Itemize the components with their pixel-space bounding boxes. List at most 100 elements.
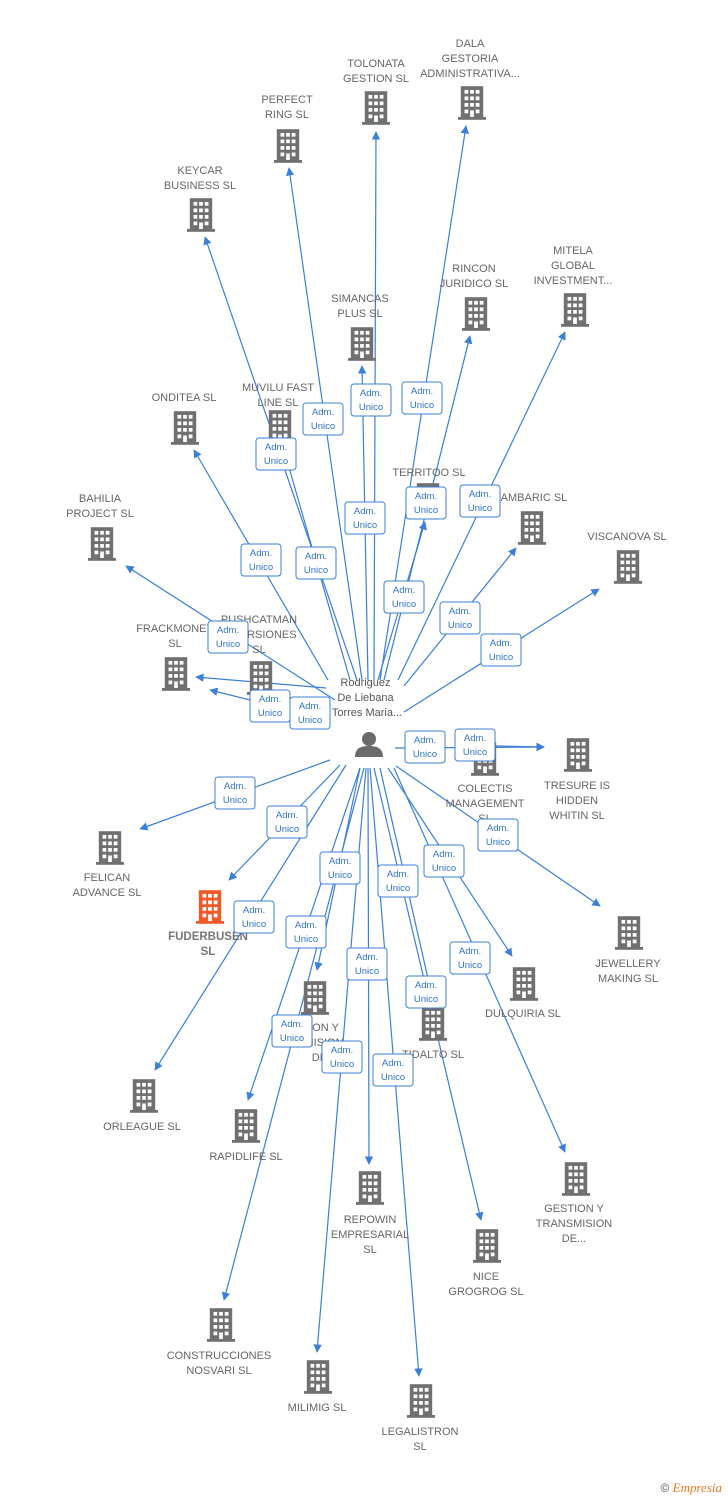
edge-role-label[interactable]: Adm.Unico [350, 383, 392, 417]
edge-role-label[interactable]: Adm.Unico [233, 900, 275, 934]
company-node-ambaric[interactable]: AMBARIC SL [501, 492, 568, 545]
company-name-line: EMPRESARIAL [331, 1229, 409, 1241]
company-name: ONDITEA SL [152, 392, 217, 404]
edge-role-label[interactable]: Adm.Unico [271, 1014, 313, 1048]
edge-role-label[interactable]: Adm.Unico [240, 543, 282, 577]
company-name-line: COLECTIS [457, 783, 512, 795]
edge-role-label[interactable]: Adm.Unico [319, 851, 361, 885]
company-name-line: DE... [562, 1233, 586, 1245]
edge-role-label[interactable]: Adm.Unico [214, 776, 256, 810]
edge-role-label[interactable]: Adm.Unico [477, 818, 519, 852]
edge-role-label[interactable]: Adm.Unico [383, 580, 425, 614]
company-node-orleague[interactable]: ORLEAGUE SL [103, 1079, 181, 1133]
edge-role-label[interactable]: Adm.Unico [372, 1053, 414, 1087]
edge-role-label[interactable]: Adm. Unico [401, 381, 443, 415]
company-name-line: LINE SL [258, 397, 299, 409]
edge-role-line: Adm. [299, 701, 321, 712]
company-name-line: GESTORIA [442, 53, 499, 65]
edge-role-label[interactable]: Adm.Unico [249, 689, 291, 723]
brand-logo[interactable]: Empresia [672, 1480, 722, 1495]
edge-role-label[interactable]: Adm.Unico [454, 728, 496, 762]
edge-role-label[interactable]: Adm.Unico [207, 620, 249, 654]
edge-role-text: Adm.Unico [486, 823, 510, 848]
edge-role-label[interactable]: Adm.Unico [289, 696, 331, 730]
edge-role-label[interactable]: Adm.Unico [321, 1040, 363, 1074]
company-node-viscanova[interactable]: VISCANOVA SL [587, 531, 667, 584]
edge-role-line: Unico [413, 749, 437, 760]
edge-role-box [346, 947, 388, 981]
person-name-line: Rodriguez [340, 677, 390, 689]
edge-role-label[interactable]: Adm.Unico [377, 864, 419, 898]
company-node-rapidlife[interactable]: RAPIDLIFE SL [209, 1109, 283, 1163]
edge-role-line: Adm. [487, 823, 509, 834]
edge-role-label[interactable]: Adm.Unico [480, 633, 522, 667]
edge-role-line: Unico [381, 1072, 405, 1083]
company-name-line: ORLEAGUE SL [103, 1121, 181, 1133]
company-node-territoo[interactable]: TERRITOO SL [392, 467, 466, 517]
edge-role-label[interactable]: Adm.Unico [404, 730, 446, 764]
edge-role-line: Unico [386, 883, 410, 894]
edge-role-box [377, 864, 419, 898]
edge-role-text: Adm.Unico [311, 407, 335, 432]
person-node[interactable]: Rodriguez De Liebana Torres Maria... [332, 677, 402, 757]
edge-role-text: Adm.Unico [381, 1058, 405, 1083]
edge-role-text: Adm.Unico [304, 551, 328, 576]
edge-role-line: Adm. [433, 849, 455, 860]
edge-role-label[interactable]: Adm.Unico [405, 486, 447, 520]
edge-role-label[interactable]: Adm.Unico [423, 844, 465, 878]
company-name-line: NICE [473, 1271, 499, 1283]
edge-role-label[interactable]: Adm.Unico [346, 947, 388, 981]
company-node-milimig[interactable]: MILIMIG SL [288, 1360, 347, 1414]
edge-role-line: Adm. [411, 386, 433, 397]
edge-role-label[interactable]: Adm.Unico [459, 484, 501, 518]
edge-role-label[interactable]: Adm.Unico [344, 501, 386, 535]
building-icon [462, 297, 490, 331]
company-name-line: MILIMIG SL [288, 1402, 347, 1414]
edge-role-label[interactable]: Adm.Unico [266, 805, 308, 839]
edge-role-box [319, 851, 361, 885]
edge-role-label[interactable]: Adm.Unico [449, 941, 491, 975]
company-name-line: TRESURE IS [544, 780, 610, 792]
edge-role-text: Adm.Unico [275, 810, 299, 835]
edge-role-box [459, 484, 501, 518]
edge-role-label[interactable]: Adm.Unico [285, 915, 327, 949]
company-name-line: ADVANCE SL [73, 887, 142, 899]
company-node-onditea[interactable]: ONDITEA SL [152, 392, 217, 445]
edge-role-label[interactable]: Adm.Unico [295, 546, 337, 580]
edge-role-label[interactable]: Adm.Unico [405, 975, 447, 1009]
edge-role-label[interactable]: Adm.Unico [439, 601, 481, 635]
company-node-dulquiria[interactable]: DULQUIRIA SL [485, 967, 561, 1020]
edge-role-label[interactable]: Adm.Unico [255, 437, 297, 471]
edge-role-line: Unico [410, 400, 434, 411]
person-name: Rodriguez De Liebana Torres Maria... [332, 677, 402, 719]
company-name-line: ION Y [309, 1022, 339, 1034]
company-node-tidalto[interactable]: TIDALTO SL [402, 1007, 464, 1061]
edge-role-text: Adm. Unico [410, 386, 434, 411]
company-name-line: SL [168, 638, 181, 650]
edge-role-label[interactable]: Adm.Unico [302, 402, 344, 436]
edge-role-line: Unico [489, 652, 513, 663]
edge-role-line: Adm. [354, 506, 376, 517]
